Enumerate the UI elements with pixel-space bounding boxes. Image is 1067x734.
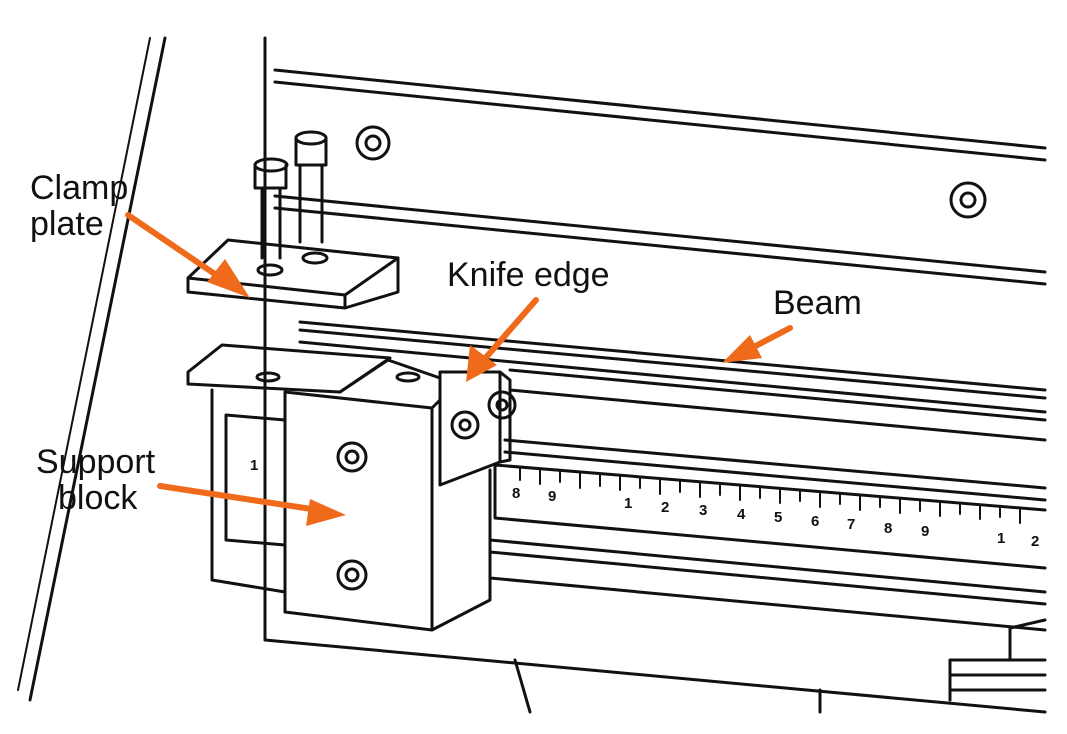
block-bolt <box>344 567 360 583</box>
small-scale-label: 1 <box>250 457 258 474</box>
plate-hole <box>395 371 421 383</box>
knife-bolt <box>495 398 509 412</box>
label-line: Clamp <box>30 169 129 207</box>
label-line: plate <box>30 205 104 243</box>
scale-label: 4 <box>737 506 746 523</box>
clamp-bolt-head <box>253 157 289 173</box>
panel-bolt <box>364 134 382 152</box>
rail <box>263 538 1047 714</box>
label-line: Support <box>36 443 156 481</box>
clamp-bolt <box>294 136 328 244</box>
scale-label: 1 <box>997 530 1005 547</box>
knife-edge-holder <box>438 370 512 487</box>
back-panel <box>263 36 1047 642</box>
scale-label: 1 <box>624 495 632 512</box>
panel-bolt <box>355 125 391 161</box>
beam <box>298 320 1047 502</box>
knife-bolt <box>458 418 472 432</box>
callout-arrows <box>125 212 793 526</box>
scale-tick-labels: 8 9 1 2 3 4 5 6 7 8 9 1 2 1 <box>250 457 1039 550</box>
scale-label: 8 <box>884 520 892 537</box>
enclosure-edge <box>17 37 151 691</box>
scale-label: 7 <box>847 516 855 533</box>
support-block <box>283 358 492 632</box>
stand <box>513 658 822 714</box>
clamp-plate-arrow <box>125 212 250 298</box>
clamp-bolt <box>253 163 288 260</box>
label-knife-edge: Knife edge <box>447 257 610 293</box>
support-block-arrow <box>157 483 346 526</box>
lower-mechanism <box>948 618 1047 702</box>
clamp-bolt-head <box>294 130 328 146</box>
label-line: Beam <box>773 284 862 322</box>
panel-bolt <box>949 181 987 219</box>
scale-strip <box>493 463 1047 570</box>
panel-bolt <box>959 191 977 209</box>
enclosure-edge <box>28 36 167 702</box>
label-line: block <box>58 479 138 517</box>
lower-plate <box>186 343 392 394</box>
plate-hole <box>255 371 281 383</box>
scale-label: 8 <box>512 485 520 502</box>
scale-label: 2 <box>661 499 669 516</box>
scale-label: 5 <box>774 509 782 526</box>
clamp-hole <box>301 251 329 265</box>
block-bolt <box>344 449 360 465</box>
beam-arrow <box>722 325 793 363</box>
block-bolt <box>336 559 368 591</box>
scale-label: 9 <box>548 488 556 505</box>
scale-label: 9 <box>921 523 929 540</box>
scale-ticks <box>519 467 1021 524</box>
scale-label: 3 <box>699 502 707 519</box>
knife-bolt <box>487 390 517 420</box>
label-line: Knife edge <box>447 256 610 294</box>
label-clamp-plate: Clamp plate <box>30 170 128 242</box>
label-support-block: Support block <box>36 444 155 516</box>
knife-edge-arrow <box>466 297 539 382</box>
side-frame <box>210 388 287 594</box>
label-beam: Beam <box>773 285 862 321</box>
clamp-hole <box>256 263 284 277</box>
scale-label: 2 <box>1031 533 1039 550</box>
knife-bolt <box>450 410 480 440</box>
scale-label: 6 <box>811 513 819 530</box>
block-bolt <box>336 441 368 473</box>
